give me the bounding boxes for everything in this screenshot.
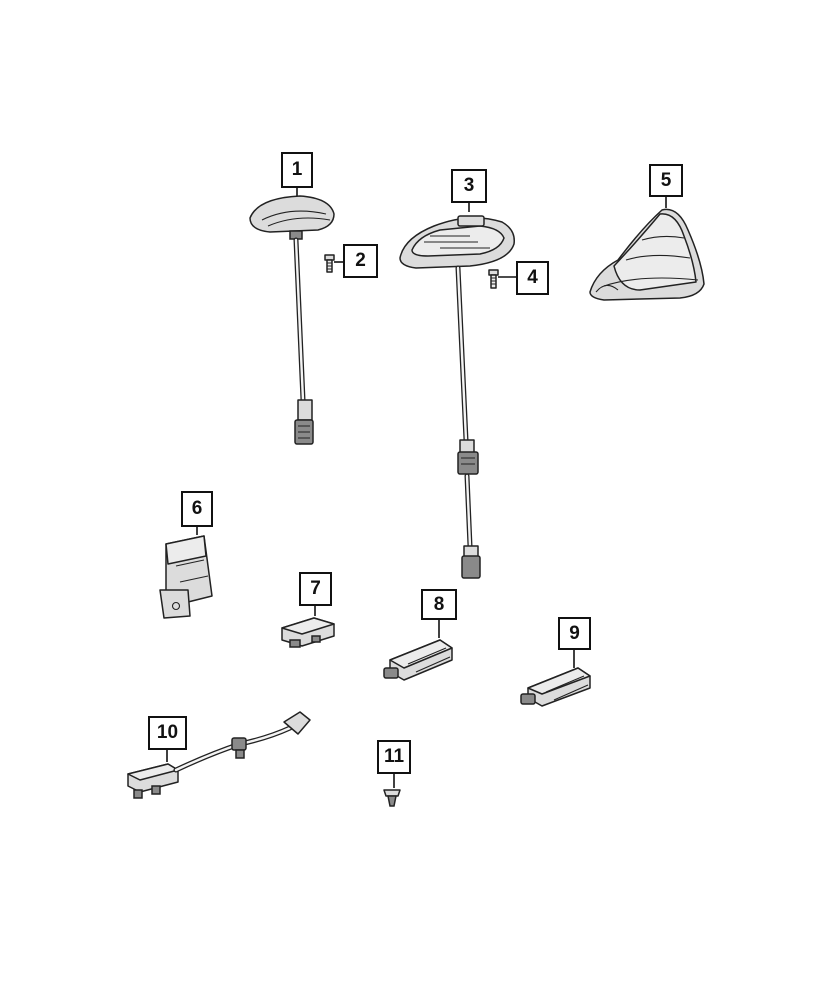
part-2-screw — [324, 254, 343, 273]
part-3-antenna-base — [399, 203, 515, 579]
callout-8: 8 — [421, 589, 457, 620]
callout-3: 3 — [451, 169, 487, 203]
callout-2: 2 — [343, 244, 378, 278]
part-5-shark-fin-cover — [589, 197, 705, 301]
callout-9: 9 — [558, 617, 591, 650]
callout-10: 10 — [148, 716, 187, 750]
callout-7: 7 — [299, 572, 332, 606]
callout-6: 6 — [181, 491, 213, 527]
part-4-screw — [488, 269, 516, 289]
part-8-module — [383, 620, 453, 681]
callout-1: 1 — [281, 152, 313, 188]
part-11-push-pin — [383, 774, 401, 807]
callout-4: 4 — [516, 261, 549, 295]
part-1-antenna — [249, 188, 335, 445]
part-10-cable-harness — [127, 711, 311, 799]
callout-5: 5 — [649, 164, 683, 197]
part-6-bracket — [159, 527, 213, 619]
part-9-module — [520, 650, 591, 707]
part-7-module — [281, 606, 335, 648]
callout-11: 11 — [377, 740, 411, 774]
